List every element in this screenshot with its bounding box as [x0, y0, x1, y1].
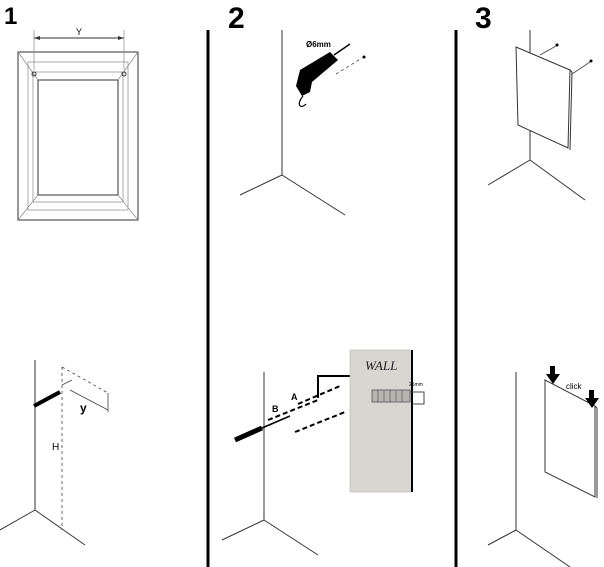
wall-label: WALL [365, 358, 397, 373]
mounted-panel [515, 43, 593, 151]
drill-size-label: Ø6mm [306, 40, 331, 49]
y-dimension-line [33, 30, 125, 70]
hanging-slot-left [31, 71, 37, 77]
screw-second [294, 411, 346, 433]
screwdriver-icon [233, 415, 291, 443]
depth-label: 25mm [409, 382, 423, 388]
framed-panel-drawing [17, 51, 139, 221]
wall-corner-click [487, 372, 571, 567]
step-number-2: 2 [228, 2, 245, 35]
dimension-label-y-upper: Y [76, 27, 82, 37]
pencil-icon [33, 390, 61, 408]
arrow-down-icon [546, 366, 560, 384]
part-label-a: A [291, 392, 298, 402]
step-number-3: 3 [475, 2, 492, 35]
dimension-label-y-lower: y [80, 401, 87, 415]
part-label-b: B [272, 404, 279, 414]
drill-icon [296, 43, 366, 108]
wall-corner-drilling [239, 30, 346, 216]
dimension-label-h: H [52, 442, 59, 453]
wall-corner-measure [0, 360, 109, 546]
step-number-1: 1 [4, 3, 17, 30]
wall-plug-icon [371, 389, 425, 405]
screw-part-b [267, 399, 319, 421]
clicked-panel [544, 379, 598, 498]
wall-section [349, 349, 413, 493]
click-label: click [566, 382, 583, 391]
wall-corner-plugs [221, 372, 319, 556]
hanging-slot-right [121, 71, 127, 77]
arrow-down-icon [585, 390, 599, 408]
